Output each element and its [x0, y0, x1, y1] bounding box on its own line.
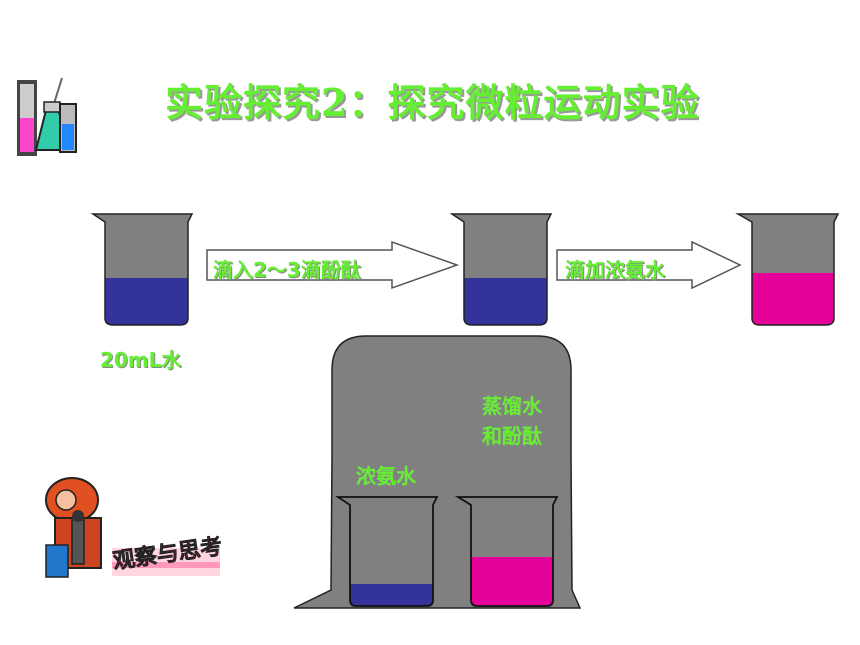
beaker-label-water: 20mL水 — [100, 348, 182, 372]
inner-beaker-pink — [454, 496, 559, 607]
label-and-phenolphthalein: 和酚酞 — [482, 424, 542, 448]
arrow-label-add-ammonia: 滴加浓氨水 — [565, 258, 665, 282]
lab-glassware-icon — [17, 77, 77, 156]
beaker-pink-result — [735, 213, 840, 326]
observe-and-think-badge: 观察与思考 — [45, 477, 224, 578]
arrow-add-phenolphthalein — [206, 240, 460, 290]
page-title: 实验探究2：探究微粒运动实验 — [165, 80, 700, 125]
label-distilled-water: 蒸馏水 — [482, 394, 542, 418]
beaker-water-phenolphthalein — [449, 213, 553, 326]
label-ammonia: 浓氨水 — [356, 464, 416, 488]
beaker-water — [90, 213, 194, 326]
inner-beaker-ammonia — [335, 496, 439, 607]
arrow-label-add-phenolphthalein: 滴入2～3滴酚酞 — [213, 258, 361, 282]
arrow-add-ammonia — [556, 240, 742, 290]
